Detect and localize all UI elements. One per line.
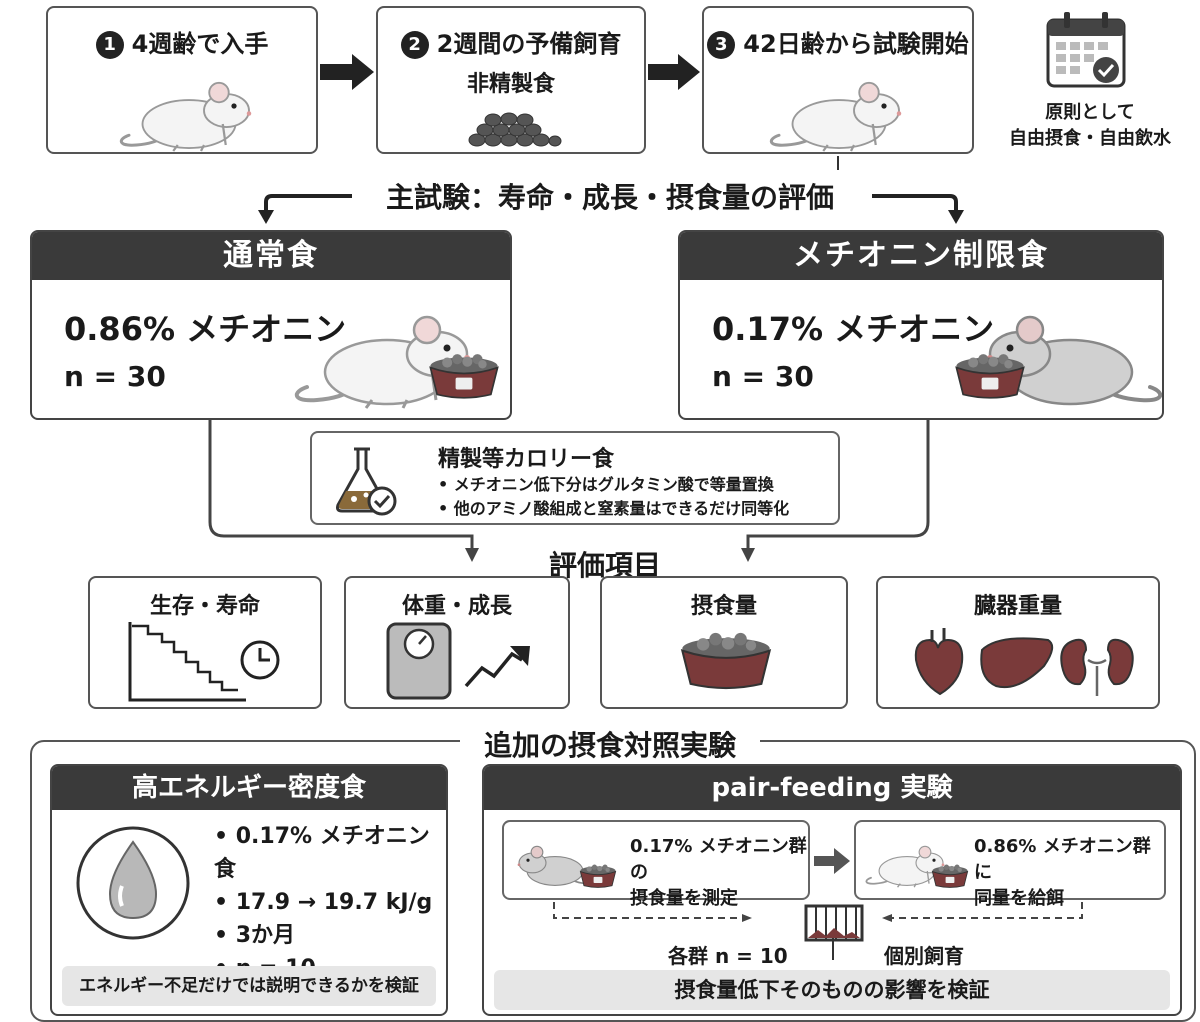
high-energy-bullets: • 0.17% メチオニン食 • 17.9 → 19.7 kJ/g • 3か月 … [214, 820, 446, 985]
step-number: 2 [400, 31, 429, 59]
scale-growth-icon [386, 622, 530, 700]
purified-diet-bullets: • メチオニン低下分はグルタミン酸で等量置換 • 他のアミノ酸組成と窒素量はでき… [438, 473, 789, 521]
pair-feeding-note: 摂食量低下そのものの影響を検証 [494, 970, 1170, 1010]
pellet-pile-icon [468, 112, 562, 147]
purified-bullet: • 他のアミノ酸組成と窒素量はできるだけ同等化 [438, 499, 790, 518]
flask-icon [336, 447, 397, 516]
organs-icon [914, 628, 1134, 696]
divider [832, 938, 834, 960]
eval-organ-box: 臓器重量 [876, 576, 1160, 709]
pair-left-line: 0.17% メチオニン群の [630, 836, 807, 883]
pair-left-box: 0.17% メチオニン群の 摂食量を測定 [502, 820, 810, 909]
high-energy-bullet: • 0.17% メチオニン食 [214, 824, 430, 882]
high-energy-bullet: • 3か月 [214, 923, 296, 948]
energy-drop-icon [76, 826, 190, 940]
normal-diet-methionine: 0.86% メチオニン [64, 310, 347, 348]
eval-weight-title: 体重・成長 [401, 594, 512, 619]
step-number: 1 [95, 31, 124, 59]
normal-diet-n: n = 30 [64, 360, 166, 393]
step-2-sub: 非精製食 [466, 72, 555, 97]
purified-diet-title: 精製等カロリー食 [438, 447, 615, 472]
eval-survival-box: 生存・寿命 [88, 576, 322, 709]
pair-feeding-title: pair-feeding 実験 [484, 766, 1180, 810]
food-bowl-icon [948, 350, 1032, 402]
diet-to-eval-connectors [208, 420, 930, 562]
cage-icon [804, 904, 864, 942]
restricted-diet-box: メチオニン制限食 0.17% メチオニン n = 30 [678, 230, 1164, 420]
high-energy-title: 高エネルギー密度食 [52, 766, 446, 810]
pair-feeding-panel: pair-feeding 実験 0.17% メチオニン群の 摂食量を測定 0.8… [482, 764, 1182, 1016]
restricted-diet-title: メチオニン制限食 [680, 232, 1162, 280]
pair-left-line: 摂食量を測定 [630, 888, 738, 909]
branch-connectors [258, 156, 964, 224]
normal-diet-box: 通常食 0.86% メチオニン n = 30 [30, 230, 512, 420]
normal-diet-title: 通常食 [32, 232, 510, 280]
step-label: 42日齢から試験開始 [743, 30, 969, 58]
white-mouse-icon [104, 64, 274, 154]
step-label: 4週齢で入手 [131, 30, 269, 58]
arrow-right-icon [814, 848, 850, 874]
arrow-right-icon [648, 54, 700, 90]
eval-intake-box: 摂食量 [600, 576, 848, 709]
extra-experiment-title: 追加の摂食対照実験 [460, 724, 760, 764]
restricted-diet-methionine: 0.17% メチオニン [712, 310, 995, 348]
calendar-note-line2: 自由摂食・自由飲水 [1009, 128, 1171, 149]
main-trial-title: 主試験：寿命・成長・摂食量の評価 [385, 181, 834, 214]
high-energy-bullet: • 17.9 → 19.7 kJ/g [214, 890, 433, 915]
step-number: 3 [707, 31, 736, 59]
pair-right-box: 0.86% メチオニン群に 同量を給餌 [854, 820, 1166, 909]
restricted-diet-n: n = 30 [712, 360, 814, 393]
eval-weight-box: 体重・成長 [344, 576, 570, 709]
survival-curve-icon [128, 622, 280, 702]
step-label: 2週間の予備飼育 [436, 30, 622, 58]
high-energy-panel: 高エネルギー密度食 • 0.17% メチオニン食 • 17.9 → 19.7 k… [50, 764, 448, 1016]
white-mouse-icon [754, 64, 924, 154]
high-energy-note: エネルギー不足だけでは説明できるかを検証 [62, 966, 436, 1006]
pair-individual-housing: 個別飼育 [884, 944, 964, 968]
food-bowl-icon [576, 862, 620, 890]
pair-right-line: 同量を給餌 [974, 888, 1064, 909]
food-bowl-icon [928, 862, 972, 890]
pair-right-text: 0.86% メチオニン群に 同量を給餌 [974, 834, 1164, 912]
food-bowl-icon [422, 350, 506, 402]
calendar-icon [1046, 12, 1126, 88]
pair-right-line: 0.86% メチオニン群に [974, 836, 1151, 883]
pair-left-text: 0.17% メチオニン群の 摂食量を測定 [630, 834, 808, 912]
food-bowl-icon [680, 632, 772, 690]
purified-bullet: • メチオニン低下分はグルタミン酸で等量置換 [438, 475, 774, 494]
pair-group-n: 各群 n = 10 [668, 944, 788, 968]
purified-diet-box: 精製等カロリー食 • メチオニン低下分はグルタミン酸で等量置換 • 他のアミノ酸… [310, 431, 840, 525]
arrow-right-icon [320, 54, 374, 90]
calendar-note-line1: 原則として [1045, 102, 1135, 123]
eval-intake-title: 摂食量 [690, 594, 757, 619]
calendar-note: 原則として 自由摂食・自由飲水 [990, 100, 1190, 152]
individual-housing-connectors [553, 902, 1083, 922]
eval-organ-title: 臓器重量 [973, 594, 1062, 619]
eval-survival-title: 生存・寿命 [149, 594, 260, 619]
